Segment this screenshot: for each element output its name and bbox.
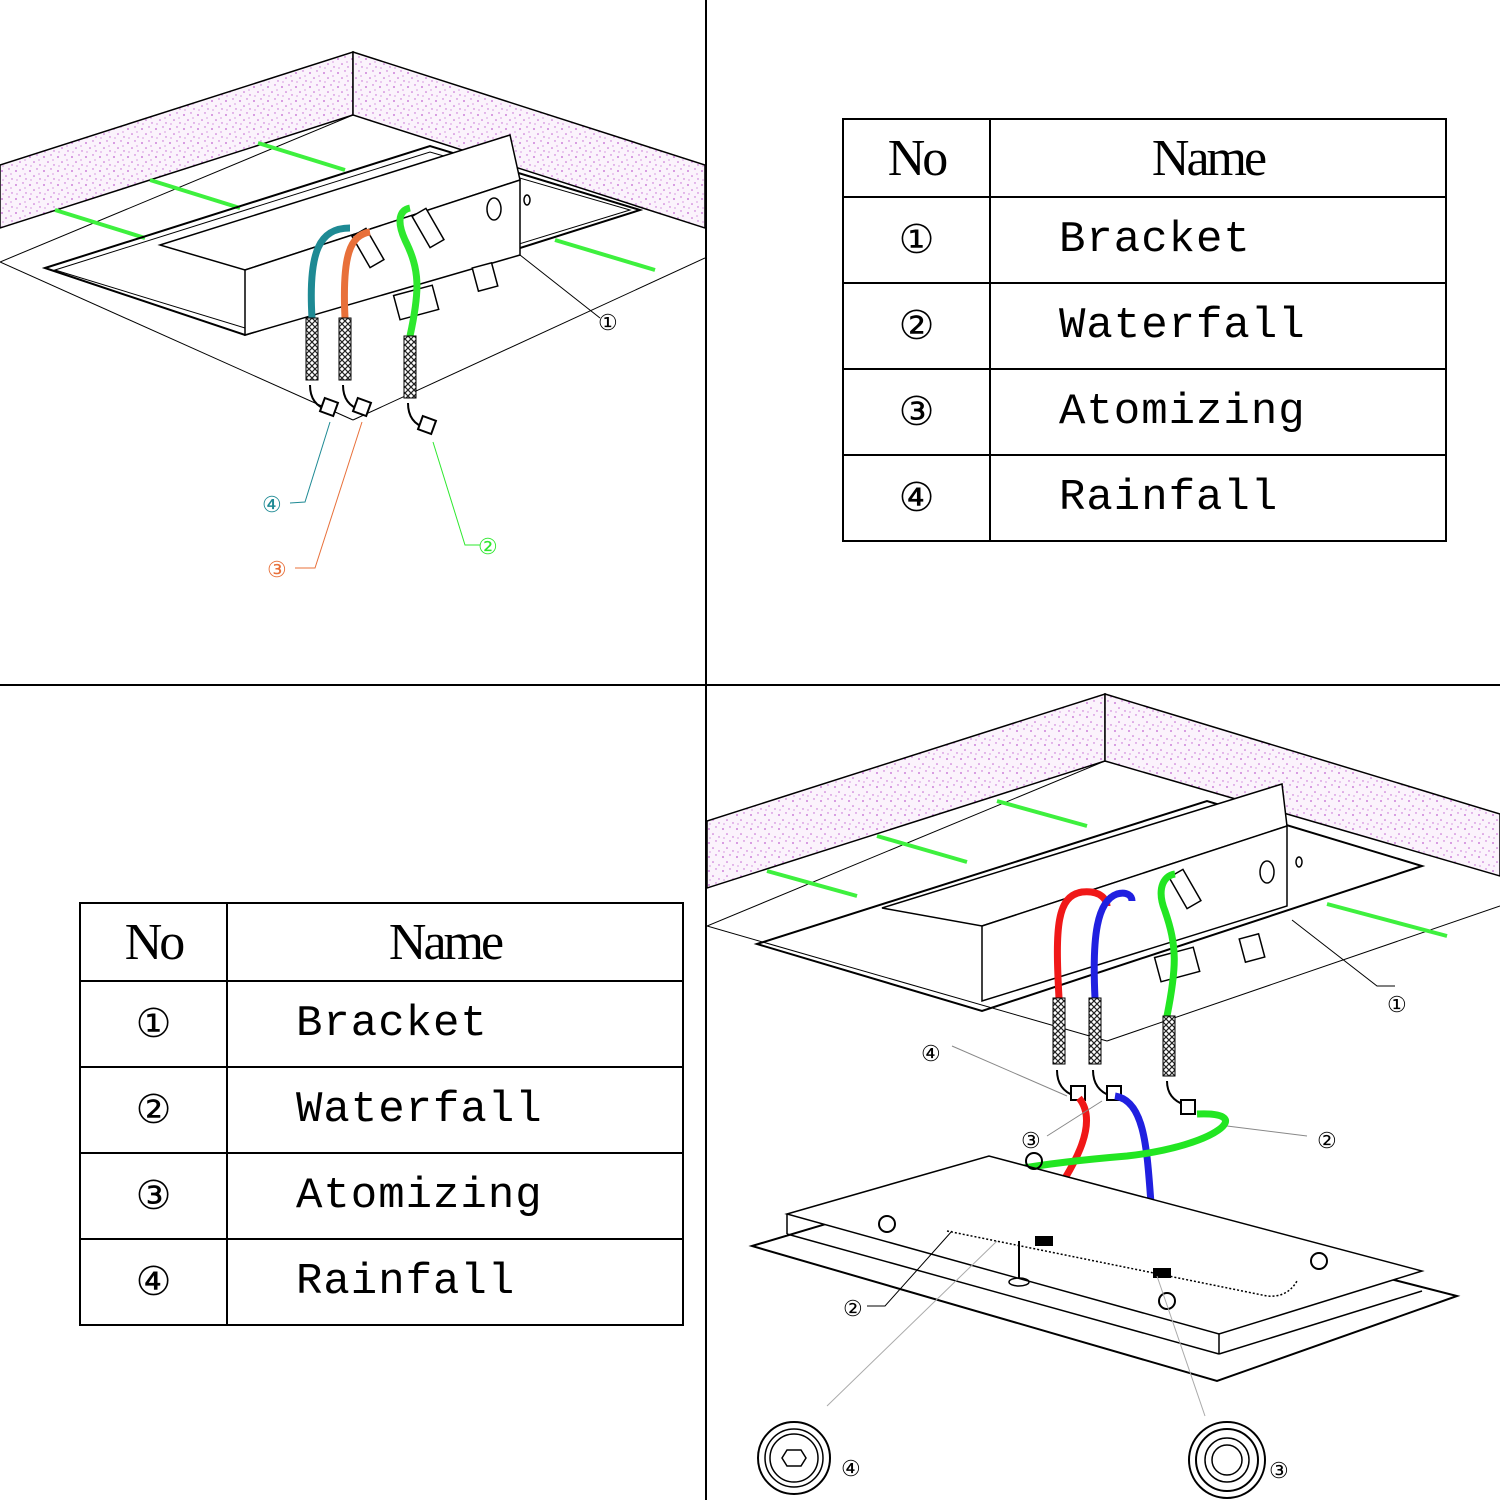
ceiling-wall-right — [1104, 692, 1500, 877]
bracket-frame — [41, 144, 644, 337]
ceiling-wall-right — [352, 50, 705, 229]
table-row: ③ Atomizing — [842, 368, 1447, 456]
callout-waterfall-hose: ② — [1317, 1129, 1337, 1154]
row-no: ① — [842, 196, 991, 284]
install-diagram-bottom: ① ④ ③ ② ② ④ ③ — [707, 686, 1500, 1500]
install-diagram-top: ① ④ ③ ② — [0, 0, 705, 684]
row-name: Bracket — [226, 980, 684, 1068]
row-no: ② — [79, 1066, 228, 1154]
header-no: No — [79, 902, 228, 982]
row-no: ② — [842, 282, 991, 370]
row-no: ③ — [842, 368, 991, 456]
row-name: Rainfall — [226, 1238, 684, 1326]
guide-lines — [54, 141, 656, 272]
row-no: ③ — [79, 1152, 228, 1240]
callout-waterfall: ② — [478, 535, 498, 560]
header-name: Name — [226, 902, 684, 982]
parts-table-bottom: No Name ① Bracket ② Waterfall ③ Atomizin… — [79, 902, 684, 1326]
row-name: Atomizing — [989, 368, 1447, 456]
table-header-row: No Name — [842, 118, 1447, 198]
waterfall-hose-top — [396, 204, 421, 337]
row-name: Waterfall — [226, 1066, 684, 1154]
table-row: ④ Rainfall — [842, 454, 1447, 542]
ceiling-edge — [0, 261, 354, 421]
callout-atomizing-part: ③ — [1269, 1459, 1289, 1484]
row-name: Rainfall — [989, 454, 1447, 542]
row-name: Atomizing — [226, 1152, 684, 1240]
waterfall-hose-upper — [1157, 870, 1178, 1017]
callout-rainfall: ④ — [262, 493, 282, 518]
rainfall-hose-upper — [1053, 888, 1111, 999]
rainfall-fitting-detail — [757, 1421, 831, 1495]
row-no: ④ — [79, 1238, 228, 1326]
row-no: ① — [79, 980, 228, 1068]
atomizing-hose-top — [340, 228, 371, 319]
table-header-row: No Name — [79, 902, 684, 982]
atomizing-hose-upper — [1090, 889, 1136, 999]
atomizing-fitting-detail — [1188, 1421, 1266, 1499]
install-diagram-bottom-svg: ① ④ ③ ② ② ④ ③ — [707, 692, 1500, 1499]
guide-lines — [766, 799, 1448, 938]
row-name: Waterfall — [989, 282, 1447, 370]
quadrant-divider-horizontal — [0, 684, 1500, 686]
table-row: ① Bracket — [79, 980, 684, 1068]
header-name: Name — [989, 118, 1447, 198]
callout-rainfall-part: ④ — [841, 1457, 861, 1482]
table-row: ③ Atomizing — [79, 1152, 684, 1240]
callout-atomizing: ③ — [267, 558, 287, 583]
table-row: ② Waterfall — [79, 1066, 684, 1154]
quadrant-divider-vertical — [705, 0, 707, 1500]
callout-waterfall-inlet: ② — [843, 1297, 863, 1322]
install-diagram-top-svg: ① ④ ③ ② — [0, 50, 705, 583]
row-name: Bracket — [989, 196, 1447, 284]
table-row: ② Waterfall — [842, 282, 1447, 370]
shower-panel-body — [784, 1155, 1425, 1335]
row-no: ④ — [842, 454, 991, 542]
parts-table-top: No Name ① Bracket ② Waterfall ③ Atomizin… — [842, 118, 1447, 542]
callout-bracket: ① — [598, 311, 618, 336]
bracket-frame — [753, 799, 1426, 1013]
parts-table-bottom-panel: No Name ① Bracket ② Waterfall ③ Atomizin… — [0, 686, 705, 1500]
callout-rainfall-hose: ④ — [921, 1042, 941, 1067]
parts-table-top-panel: No Name ① Bracket ② Waterfall ③ Atomizin… — [707, 0, 1500, 684]
callout-atomizing-hose: ③ — [1021, 1129, 1041, 1154]
rainfall-hose-top — [307, 224, 351, 319]
table-row: ① Bracket — [842, 196, 1447, 284]
header-no: No — [842, 118, 991, 198]
callout-bracket: ① — [1387, 993, 1407, 1018]
table-row: ④ Rainfall — [79, 1238, 684, 1326]
